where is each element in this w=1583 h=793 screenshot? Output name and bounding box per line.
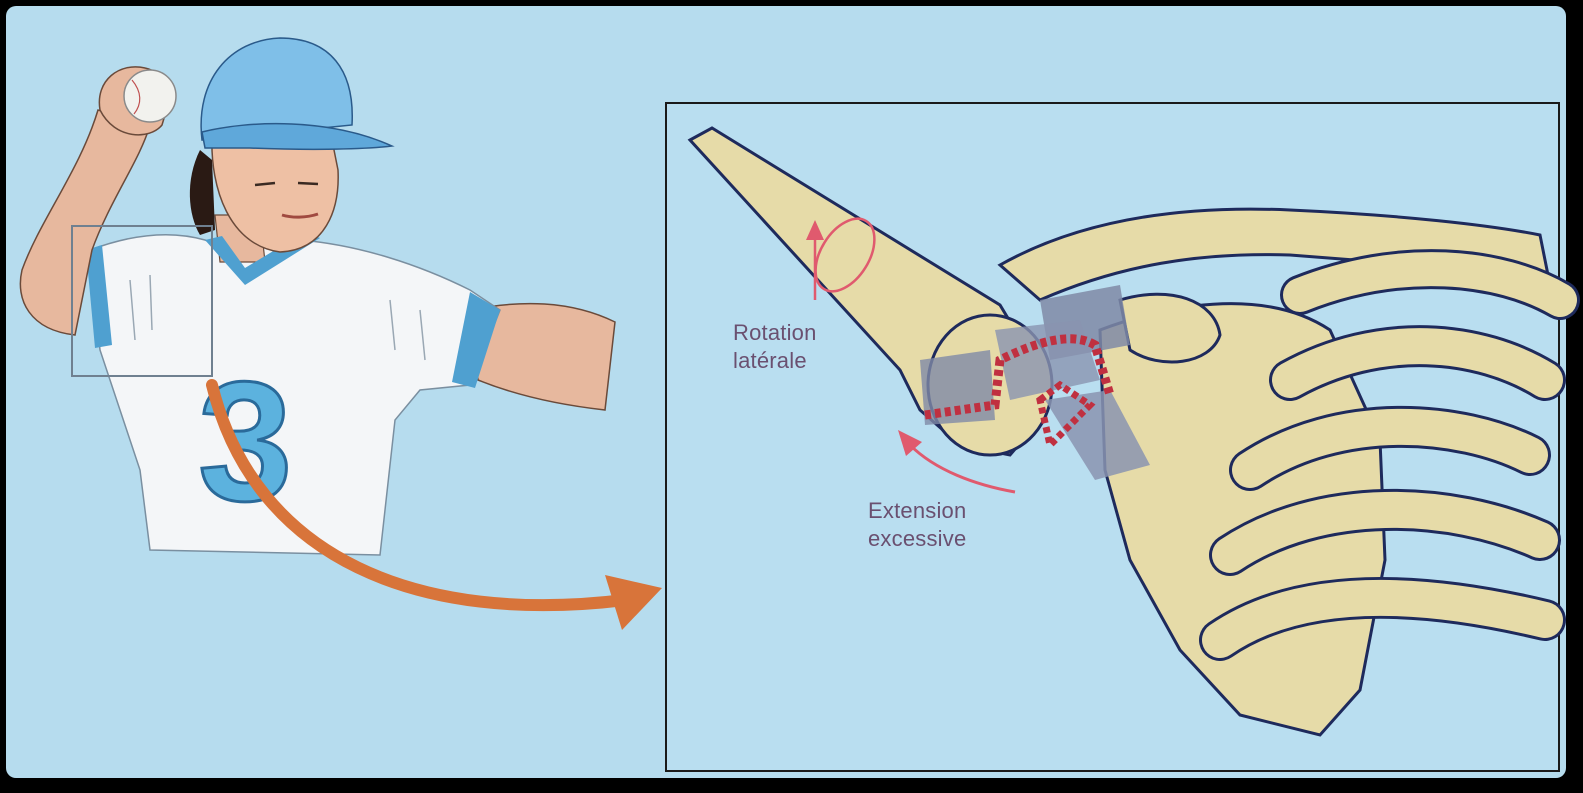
rotation-label-line-2: latérale [733, 347, 817, 375]
extension-label-line-2: excessive [868, 525, 966, 553]
rotation-label-line-1: Rotation [733, 319, 817, 347]
extension-label: Extension excessive [868, 497, 966, 553]
baseball [124, 70, 176, 122]
rotation-label: Rotation latérale [733, 319, 817, 375]
extension-label-line-1: Extension [868, 497, 966, 525]
